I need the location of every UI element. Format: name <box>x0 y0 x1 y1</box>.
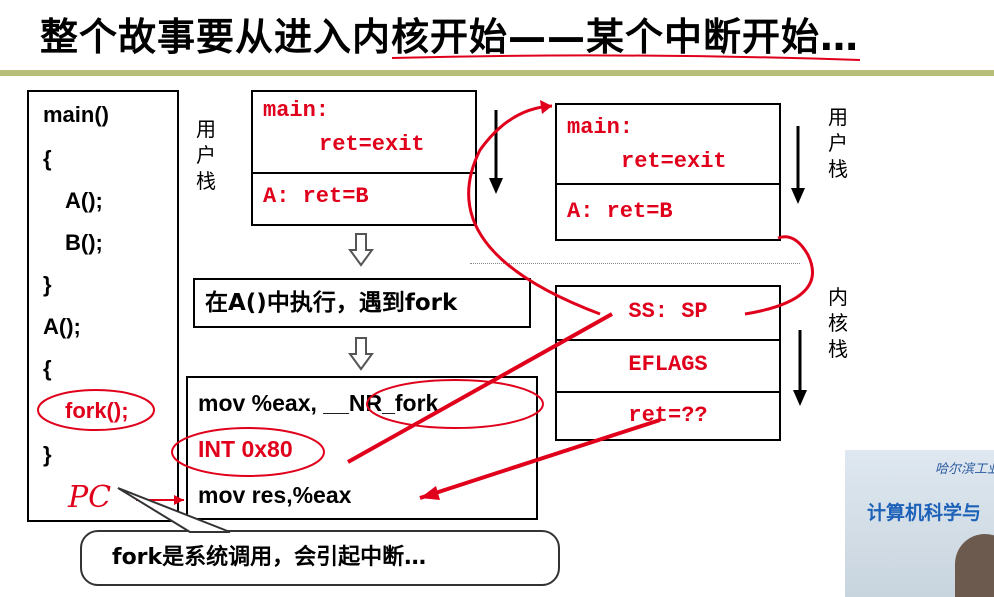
code-panel: main() { A(); B(); } A(); { fork(); } <box>27 90 179 522</box>
lecturer-video-thumbnail: 哈尔滨工业大学 计算机科学与 <box>845 450 994 597</box>
user-kernel-separator <box>470 263 800 264</box>
user-stack-label-right: 用户栈 <box>828 105 848 181</box>
slide-title: 整个故事要从进入内核开始——某个中断开始… <box>40 15 860 59</box>
assembly-panel: mov %eax, __NR_fork INT 0x80 mov res,%ea… <box>186 376 538 520</box>
asm-line-int: INT 0x80 <box>198 436 293 462</box>
stack-row-a: A: ret=B <box>557 183 779 239</box>
code-line-fork: fork(); <box>65 398 129 423</box>
code-line: { <box>43 146 52 171</box>
stack-row-main-ret: ret=exit <box>621 149 727 174</box>
stack-row-a: A: ret=B <box>253 172 475 224</box>
code-line: A(); <box>65 188 103 213</box>
code-line: B(); <box>65 230 103 255</box>
kernel-row-eflags: EFLAGS <box>557 339 779 391</box>
thumbnail-school-name: 哈尔滨工业大学 <box>935 462 994 477</box>
kernel-row-ret: ret=?? <box>557 391 779 441</box>
flow-down-arrow <box>348 233 374 267</box>
kernel-stack-label: 内核栈 <box>828 285 848 361</box>
exec-description-box: 在A()中执行，遇到fork <box>193 278 531 328</box>
code-line: A(); <box>43 314 81 339</box>
asm-line-mov-eax: mov %eax, __NR_fork <box>198 390 439 416</box>
kernel-row-ss-sp: SS: SP <box>628 299 708 324</box>
lecturer-figure <box>955 534 994 597</box>
code-line: { <box>43 356 52 381</box>
stack-row-main: main: ret=exit <box>253 98 475 168</box>
user-stack-label-left: 用户栈 <box>196 117 216 193</box>
stack-row-main-label: main: <box>263 98 330 123</box>
callout-note: fork是系统调用，会引起中断… <box>80 530 560 586</box>
kernel-stack-direction-arrow <box>793 330 807 406</box>
asm-line-mov-res: mov res,%eax <box>198 482 352 508</box>
thumbnail-dept-name: 计算机科学与 <box>867 502 982 524</box>
pc-label: PC <box>68 480 112 515</box>
stack-row-main: main: ret=exit <box>557 111 779 181</box>
code-line: } <box>43 442 52 467</box>
stack-row-main-ret: ret=exit <box>319 132 425 157</box>
left-user-stack: main: ret=exit A: ret=B <box>251 90 477 226</box>
title-underline-rule <box>0 70 994 76</box>
code-line: main() <box>43 102 109 127</box>
stack-row-main-label: main: <box>567 115 634 140</box>
flow-down-arrow <box>348 337 374 371</box>
left-stack-direction-arrow <box>489 110 503 194</box>
right-stack-direction-arrow <box>791 126 805 204</box>
right-user-stack: main: ret=exit A: ret=B <box>555 103 781 241</box>
code-line: } <box>43 272 52 297</box>
